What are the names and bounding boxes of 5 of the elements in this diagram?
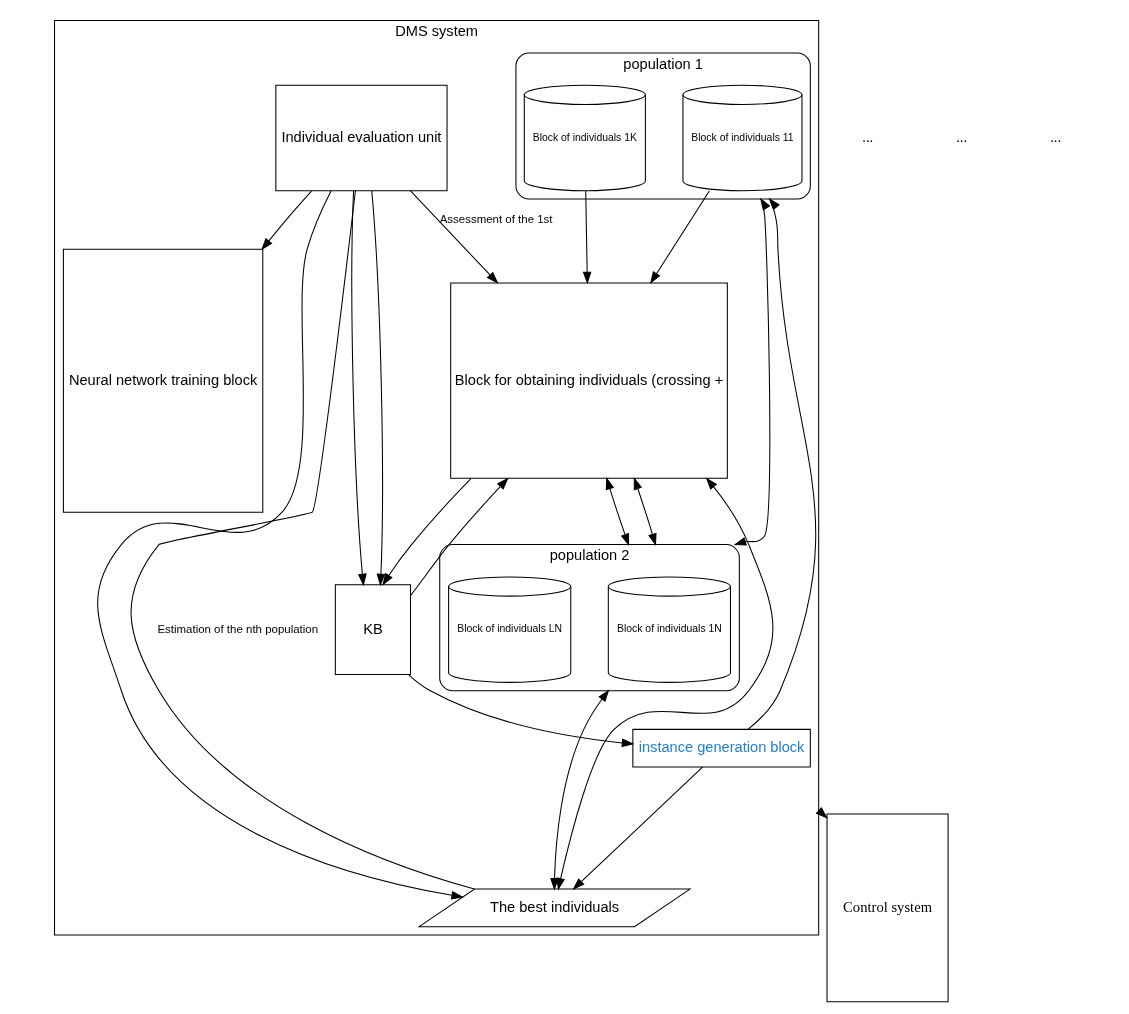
label: ...: [1049, 128, 1061, 145]
edge-label: Estimation of the nth population: [156, 622, 318, 635]
edge-label: Assessment of the 1st: [439, 212, 553, 225]
label: ...: [955, 128, 967, 145]
label: ...: [861, 128, 873, 145]
